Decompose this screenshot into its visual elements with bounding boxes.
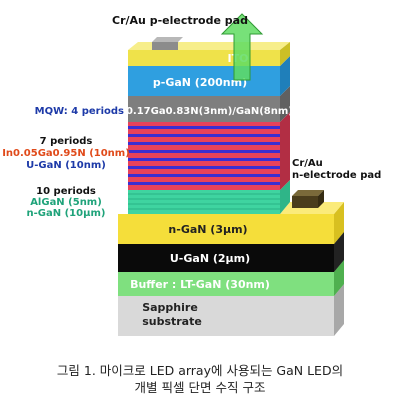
mqw-layer: In0.17Ga0.83N(3nm)/GaN(8nm) <box>115 86 293 122</box>
led-cross-section-diagram: Sapphire substrate Buffer : LT-GaN (30nm… <box>2 13 381 336</box>
sl2-layer <box>128 180 290 214</box>
sl1-line2-label: U-GaN (10nm) <box>26 160 106 171</box>
mqw-composition-label: In0.17Ga0.83N(3nm)/GaN(8nm) <box>115 106 293 117</box>
sl1-periods-label: 7 periods <box>40 136 93 147</box>
p-gan-label: p-GaN (200nm) <box>153 76 247 89</box>
n-electrode-pad <box>292 190 324 208</box>
sl1-layer <box>128 112 290 190</box>
sapphire-label-1: Sapphire <box>142 301 198 314</box>
sl2-periods-label: 10 periods <box>36 186 96 197</box>
figure-caption-line-2: 개별 픽셀 단면 수직 구조 <box>134 380 266 395</box>
sapphire-label-2: substrate <box>142 315 202 328</box>
sl1-line1-label: In0.05Ga0.95N (10nm) <box>2 148 130 159</box>
sl2-line1-label: AlGaN (5nm) <box>30 197 102 208</box>
n-pad-label-2: n-electrode pad <box>292 170 381 181</box>
figure-caption-line-1: 그림 1. 마이크로 LED array에 사용되는 GaN LED의 <box>56 363 344 378</box>
p-electrode-pad <box>152 37 183 50</box>
mqw-periods-label: MQW: 4 periods <box>35 106 124 117</box>
p-gan-layer: p-GaN (200nm) <box>128 56 290 96</box>
n-gan-layer: n-GaN (3μm) <box>118 202 344 244</box>
buffer-label: Buffer : LT-GaN (30nm) <box>130 278 270 291</box>
n-pad-label-1: Cr/Au <box>292 158 323 169</box>
sl2-line2-label: n-GaN (10μm) <box>27 208 106 219</box>
p-electrode-label: Cr/Au p-electrode pad <box>112 14 248 27</box>
u-gan-label: U-GaN (2μm) <box>170 252 250 265</box>
light-emission-arrow <box>220 13 264 81</box>
n-gan-label: n-GaN (3μm) <box>168 223 247 236</box>
